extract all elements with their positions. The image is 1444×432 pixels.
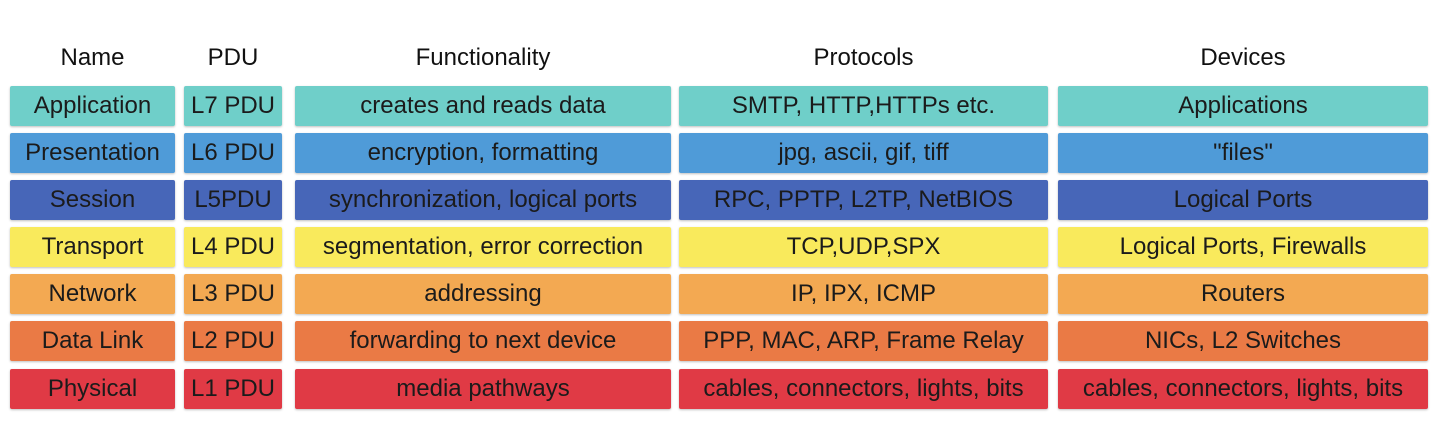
layer-pdu-cell: L1 PDU: [184, 369, 282, 409]
layer-row-session: Session L5PDU synchronization, logical p…: [0, 180, 1444, 220]
layer-name-cell: Presentation: [10, 133, 175, 173]
layer-functionality-cell: synchronization, logical ports: [295, 180, 671, 220]
header-protocols: Protocols: [813, 44, 914, 71]
layer-name-cell: Session: [10, 180, 175, 220]
layer-pdu-cell: L5PDU: [184, 180, 282, 220]
layer-protocols-cell: IP, IPX, ICMP: [679, 274, 1048, 314]
header-functionality: Functionality: [415, 44, 551, 71]
layer-row-presentation: Presentation L6 PDU encryption, formatti…: [0, 133, 1444, 173]
layer-functionality-cell: encryption, formatting: [295, 133, 671, 173]
layer-name-cell: Network: [10, 274, 175, 314]
layer-functionality-cell: segmentation, error correction: [295, 227, 671, 267]
layer-functionality-cell: forwarding to next device: [295, 321, 671, 361]
layer-devices-cell: Routers: [1058, 274, 1428, 314]
layer-protocols-cell: cables, connectors, lights, bits: [679, 369, 1048, 409]
layer-protocols-cell: PPP, MAC, ARP, Frame Relay: [679, 321, 1048, 361]
layer-devices-cell: Applications: [1058, 86, 1428, 126]
layer-name-cell: Transport: [10, 227, 175, 267]
layer-devices-cell: NICs, L2 Switches: [1058, 321, 1428, 361]
layer-pdu-cell: L4 PDU: [184, 227, 282, 267]
layer-pdu-cell: L6 PDU: [184, 133, 282, 173]
layer-row-transport: Transport L4 PDU segmentation, error cor…: [0, 227, 1444, 267]
layer-name-cell: Application: [10, 86, 175, 126]
layer-devices-cell: "files": [1058, 133, 1428, 173]
layer-functionality-cell: creates and reads data: [295, 86, 671, 126]
layer-devices-cell: Logical Ports: [1058, 180, 1428, 220]
header-pdu: PDU: [207, 44, 259, 71]
layer-protocols-cell: jpg, ascii, gif, tiff: [679, 133, 1048, 173]
layer-functionality-cell: addressing: [295, 274, 671, 314]
layer-pdu-cell: L2 PDU: [184, 321, 282, 361]
layer-devices-cell: Logical Ports, Firewalls: [1058, 227, 1428, 267]
layer-row-application: Application L7 PDU creates and reads dat…: [0, 86, 1444, 126]
layer-protocols-cell: RPC, PPTP, L2TP, NetBIOS: [679, 180, 1048, 220]
layer-name-cell: Data Link: [10, 321, 175, 361]
layer-devices-cell: cables, connectors, lights, bits: [1058, 369, 1428, 409]
layer-protocols-cell: SMTP, HTTP,HTTPs etc.: [679, 86, 1048, 126]
layer-name-cell: Physical: [10, 369, 175, 409]
layer-functionality-cell: media pathways: [295, 369, 671, 409]
layer-row-data-link: Data Link L2 PDU forwarding to next devi…: [0, 321, 1444, 361]
header-devices: Devices: [1200, 44, 1286, 71]
layer-protocols-cell: TCP,UDP,SPX: [679, 227, 1048, 267]
layer-row-physical: Physical L1 PDU media pathways cables, c…: [0, 369, 1444, 409]
layer-pdu-cell: L7 PDU: [184, 86, 282, 126]
layer-pdu-cell: L3 PDU: [184, 274, 282, 314]
layer-row-network: Network L3 PDU addressing IP, IPX, ICMP …: [0, 274, 1444, 314]
header-name: Name: [60, 44, 125, 71]
